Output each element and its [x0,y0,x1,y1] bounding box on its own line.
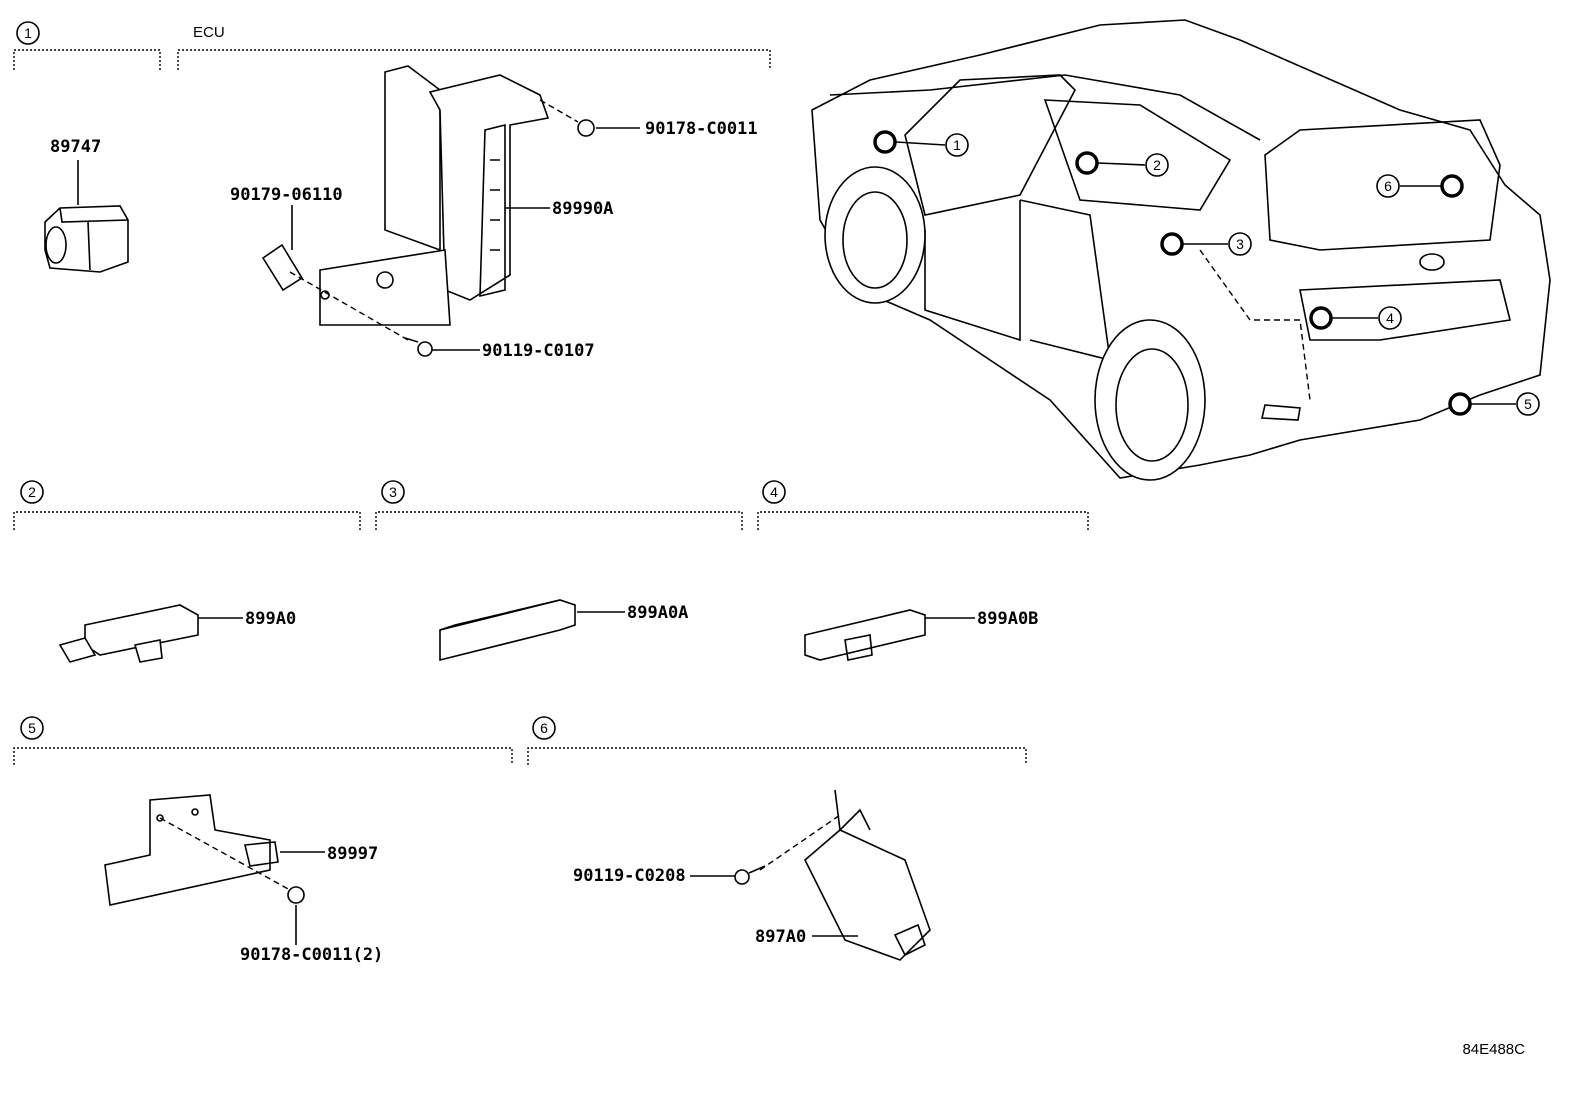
svg-text:6: 6 [1384,178,1392,194]
svg-text:6: 6 [540,720,548,736]
bolt-90119-C0208-drawing [734,865,766,885]
diagram-code: 84E488C [1462,1041,1525,1058]
part-90178-C0011-label[interactable]: 90178-C0011 [645,119,758,139]
part-899A0-label[interactable]: 899A0 [245,609,296,629]
part-90119-C0208-label[interactable]: 90119-C0208 [573,866,686,886]
group-4-header: 4 [757,480,1089,530]
part-897A0-label[interactable]: 897A0 [755,927,806,947]
ecu-drawing [319,65,550,326]
part-89997-drawing [104,794,279,906]
group-5-header: 5 [13,716,513,765]
svg-text:2: 2 [28,484,36,500]
svg-text:5: 5 [1524,396,1532,412]
vehicle-marker-2[interactable]: 2 [1075,151,1169,177]
svg-text:1: 1 [953,137,961,153]
vehicle-marker-6[interactable]: 6 [1376,174,1464,198]
part-89747-label[interactable]: 89747 [50,137,101,157]
part-899A0B-drawing [804,609,926,661]
part-90179-06110-label[interactable]: 90179-06110 [230,185,343,205]
vehicle-marker-1[interactable]: 1 [873,130,969,157]
group-1-bracket [13,49,161,70]
svg-text:2: 2 [1153,157,1161,173]
group-ecu-title: ECU [193,24,225,41]
part-897A0-drawing [804,789,931,961]
bolt-90119-C0107-drawing [404,337,433,357]
nut-90178-group5-drawing [287,886,305,904]
group-ecu-header: ECU [177,24,771,70]
part-899A0A-drawing [439,599,576,662]
group-3-header: 3 [375,480,743,530]
part-899A0A-label[interactable]: 899A0A [627,603,688,623]
svg-text:3: 3 [1236,236,1244,252]
svg-text:5: 5 [28,720,36,736]
part-90178-C0011-2-label[interactable]: 90178-C0011(2) [240,945,383,965]
svg-text:3: 3 [389,484,397,500]
svg-text:4: 4 [1386,310,1394,326]
part-89997-label[interactable]: 89997 [327,844,378,864]
vehicle-marker-3[interactable]: 3 [1160,232,1252,256]
part-90119-C0107-label[interactable]: 90119-C0107 [482,341,595,361]
group-1-header: 1 [13,21,161,70]
vehicle-marker-5[interactable]: 5 [1448,392,1540,416]
group-2-header: 2 [13,480,361,530]
part-899A0B-label[interactable]: 899A0B [977,609,1038,629]
group-1-number: 1 [24,25,32,41]
group-6-header: 6 [527,716,1027,765]
part-899A0-drawing [58,604,199,663]
part-89747-drawing [44,205,129,273]
group-ecu-bracket [177,49,771,70]
vehicle-marker-4[interactable]: 4 [1309,306,1402,330]
clip-90179-drawing [261,243,304,292]
part-89990A-label[interactable]: 89990A [552,199,613,219]
nut-90178-drawing [577,119,595,137]
svg-text:4: 4 [770,484,778,500]
